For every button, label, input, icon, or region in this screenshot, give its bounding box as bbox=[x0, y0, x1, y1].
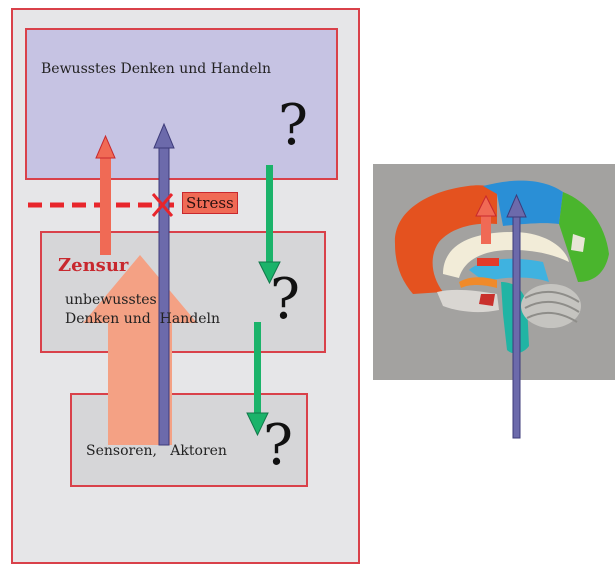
green-arrow-2-head bbox=[246, 412, 269, 437]
sensors-label: Sensoren, Aktoren bbox=[86, 443, 227, 459]
brain-purple-arrow-shaft bbox=[512, 213, 521, 439]
question-mark-middle: ? bbox=[270, 267, 301, 332]
unconscious-box bbox=[40, 231, 326, 353]
conscious-box bbox=[25, 28, 338, 180]
question-mark-bottom: ? bbox=[263, 413, 294, 478]
unconscious-label: unbewusstes Denken und Handeln bbox=[65, 292, 220, 327]
green-arrow-1-shaft bbox=[266, 165, 273, 263]
question-mark-top: ? bbox=[278, 93, 309, 158]
brain-purple-arrow-head bbox=[506, 193, 527, 218]
green-arrow-2-shaft bbox=[254, 322, 261, 414]
orange-arrow-head bbox=[95, 134, 116, 159]
stress-badge: Stress bbox=[182, 192, 238, 214]
brain-orange-arrow-shaft bbox=[481, 214, 491, 244]
orange-arrow-shaft bbox=[100, 155, 111, 255]
conscious-label: Bewusstes Denken und Handeln bbox=[41, 61, 272, 77]
brain-orange-arrow-head bbox=[475, 194, 497, 217]
censor-label: Zensur bbox=[58, 255, 129, 276]
stress-x-2 bbox=[151, 193, 174, 217]
brain-midsagittal-model-icon bbox=[373, 164, 615, 380]
green-arrow-1-head bbox=[258, 261, 281, 285]
purple-arrow-head bbox=[153, 122, 175, 149]
brain-model-image bbox=[373, 164, 615, 380]
